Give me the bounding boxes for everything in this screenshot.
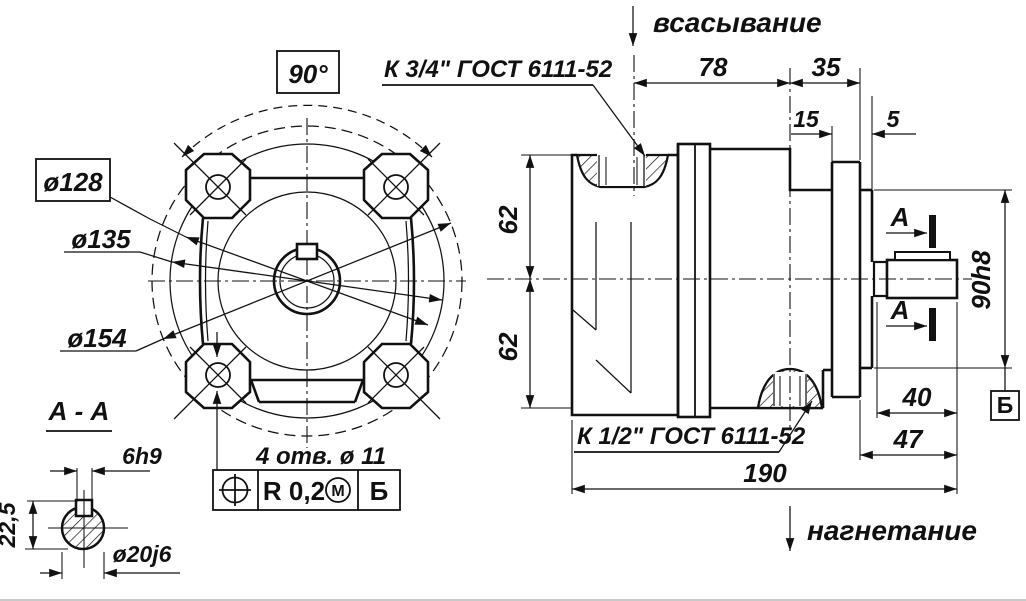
dia154-text: ø154 xyxy=(67,323,127,353)
holes-note-text: 4 отв. ø 11 xyxy=(255,443,386,470)
thread-top-text: К 3/4" ГОСТ 6111-52 xyxy=(384,56,613,83)
dia135-text: ø135 xyxy=(71,224,131,254)
section-bar-top xyxy=(929,215,936,248)
dim-40-text: 40 xyxy=(902,382,932,412)
thread-top-leader xyxy=(592,84,646,157)
datum-flag: Б xyxy=(990,368,1020,421)
angle-dim-box xyxy=(276,50,340,94)
datum-flag-text: Б xyxy=(997,392,1014,418)
fcf-modifier-text: М xyxy=(331,483,344,500)
section-a-a: А - А 6h9 22,5 ø20j6 xyxy=(0,396,180,579)
front-view: 90° ø128 ø135 ø154 4 отв. ø 11 xyxy=(35,50,466,511)
section-bar-bottom xyxy=(929,308,936,341)
dia128-text: ø128 xyxy=(43,167,103,197)
key-width-text: 6h9 xyxy=(122,443,162,469)
dim-5-text: 5 xyxy=(887,106,901,132)
dia154-leader xyxy=(135,338,164,352)
thread-bottom-leader xyxy=(778,400,813,453)
dia128-leader xyxy=(109,196,187,238)
position-tolerance-icon xyxy=(219,474,251,506)
internal-passage-lines xyxy=(572,222,632,394)
keyway-front xyxy=(295,242,319,261)
thread-bottom-text: К 1/2" ГОСТ 6111-52 xyxy=(577,423,806,450)
section-plane-marks: А А xyxy=(886,202,936,341)
dia135-leader xyxy=(139,251,173,263)
flange-left-edge xyxy=(198,217,205,345)
dim-35-text: 35 xyxy=(812,52,841,82)
outer-circle-154 xyxy=(151,125,463,437)
angle-arc-90 xyxy=(181,104,433,158)
dia154-dim-line xyxy=(162,222,452,340)
fcf-datum-text: Б xyxy=(370,476,389,506)
section-mark-top-text: А xyxy=(890,202,910,232)
bolt-hole-cross-marks xyxy=(173,142,441,420)
side-view: всасывание нагнетание К 3/4" ГОСТ 6111-5… xyxy=(382,6,1020,551)
bottom-slot-right-side xyxy=(353,379,365,403)
dim-62-bottom-text: 62 xyxy=(493,332,523,361)
suction-port-bore xyxy=(597,150,646,186)
dim-15-text: 15 xyxy=(793,106,820,132)
dim-90h8-text: 90h8 xyxy=(966,250,996,310)
dim-78-text: 78 xyxy=(699,52,728,82)
datum-flag-box xyxy=(990,390,1020,421)
key-height-text: 22,5 xyxy=(0,501,20,548)
bottom-slot-left-side xyxy=(249,379,261,403)
body-rear-top xyxy=(710,147,832,192)
shaft-dia-text: ø20j6 xyxy=(113,541,172,567)
angle-dim-text: 90° xyxy=(288,59,328,89)
section-mark-bottom-text: А xyxy=(890,295,910,325)
dim-190-text: 190 xyxy=(743,458,787,488)
cover-ring xyxy=(676,142,712,419)
discharge-label: нагнетание xyxy=(807,515,977,546)
material-condition-icon: М xyxy=(325,477,351,503)
dia128-box xyxy=(35,158,111,202)
section-title: А - А xyxy=(48,396,110,426)
fcf-tolerance-text: R 0,2 xyxy=(263,476,325,506)
dim-62-top-text: 62 xyxy=(493,205,523,234)
shaft-key xyxy=(894,251,951,261)
feature-control-frame: R 0,2 М Б xyxy=(212,469,401,511)
dim-47-text: 47 xyxy=(893,424,924,454)
suction-label: всасывание xyxy=(653,7,822,38)
